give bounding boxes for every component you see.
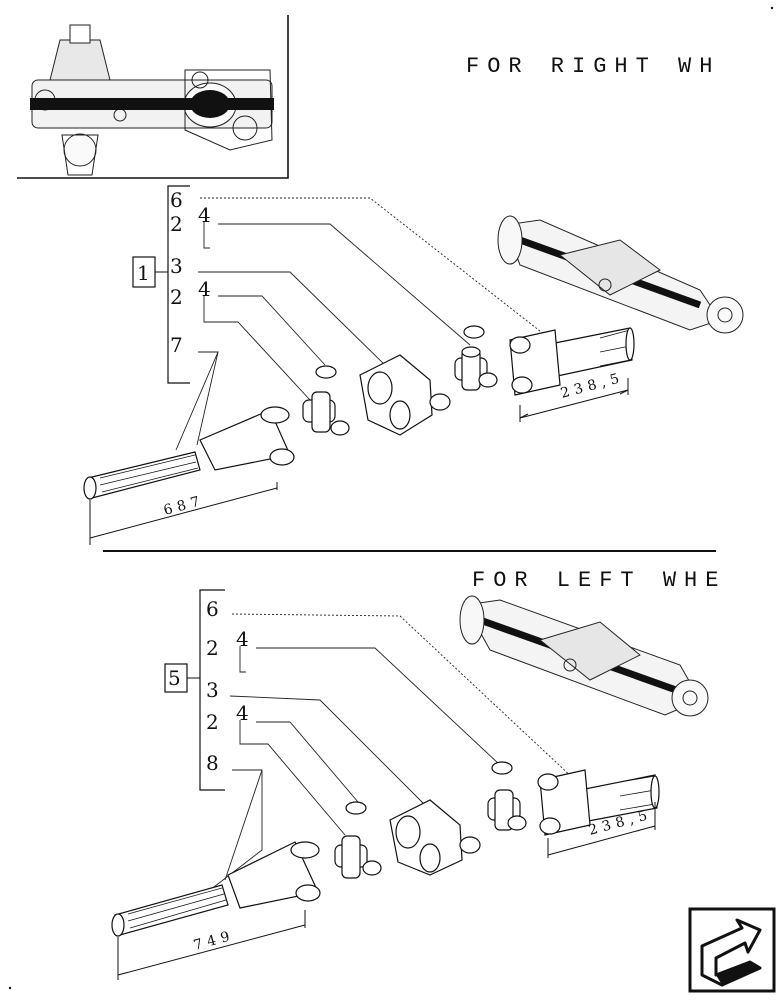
callout-2b-left: 2 (206, 710, 219, 734)
callout-8-left: 8 (206, 751, 219, 775)
left-section-heading: FOR LEFT WHE (472, 568, 726, 593)
callout-3-right: 3 (170, 254, 183, 278)
next-page-arrow-icon[interactable] (688, 907, 776, 993)
callout-2b-right: 2 (170, 285, 183, 309)
callout-4b-right: 4 (198, 277, 211, 301)
corner-dot (8, 986, 12, 990)
assembly-ref-box-right: 1 (132, 256, 168, 288)
callout-4-right: 4 (198, 203, 211, 227)
callout-2-left: 2 (206, 636, 219, 660)
shaft-parts-left (111, 761, 660, 937)
dim-long-left: 749 (192, 928, 236, 954)
axle-illustration-left (459, 595, 709, 717)
axle-illustration-right (497, 215, 744, 334)
callout-4-left: 4 (236, 627, 249, 651)
snap-ring-icon (315, 365, 337, 379)
callout-3-left: 3 (206, 678, 219, 702)
callout-bracket-left (199, 589, 225, 791)
snap-ring-icon (463, 325, 485, 339)
callout-6-right: 6 (170, 188, 183, 212)
dim-long-right: 687 (162, 493, 206, 519)
callout-labels-left: 6 2 4 3 2 4 8 (206, 597, 249, 775)
callout-bracket-right (167, 185, 190, 384)
axle-overview-inset (17, 15, 289, 179)
shaft-parts-right (83, 325, 635, 500)
assembly-ref-right: 1 (137, 261, 150, 285)
leader-lines-left (209, 613, 576, 891)
assembly-ref-box-left: 5 (164, 663, 200, 693)
assembly-ref-left: 5 (168, 666, 181, 690)
snap-ring-icon (345, 801, 367, 815)
leader-lines-right (175, 197, 546, 451)
right-section-heading: FOR RIGHT WH (466, 54, 720, 79)
callout-7-right: 7 (170, 333, 183, 357)
callout-6-left: 6 (206, 597, 219, 621)
callout-2-right: 2 (170, 212, 183, 236)
snap-ring-icon (491, 761, 513, 775)
callout-4b-left: 4 (236, 701, 249, 725)
callout-labels-right: 6 2 4 3 2 4 7 (170, 188, 211, 357)
corner-dot (770, 6, 774, 10)
dim-short-right: 238,5 (559, 370, 626, 402)
